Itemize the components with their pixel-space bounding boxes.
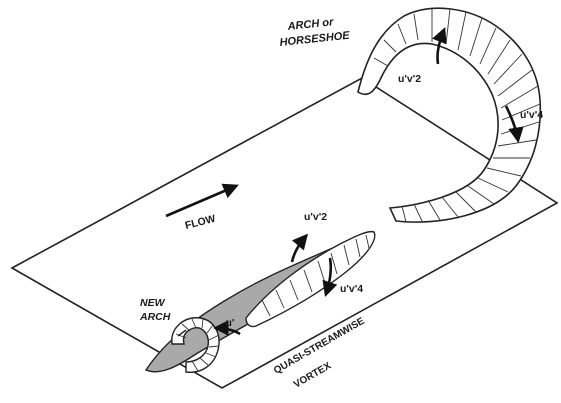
- wall-plane: [12, 78, 557, 388]
- label-vortex: VORTEX: [292, 360, 333, 390]
- label-minus-u: -u': [222, 317, 234, 329]
- label-arch-new: ARCH: [139, 311, 171, 323]
- label-new: NEW: [140, 297, 166, 309]
- label-uv2-bottom: u'v'2: [304, 211, 327, 223]
- label-uv2-top: u'v'2: [398, 73, 421, 85]
- label-uv4-bottom: u'v'4: [340, 283, 363, 295]
- label-arch: ARCH or: [286, 16, 335, 33]
- label-uv4-top: u'v'4: [520, 109, 543, 121]
